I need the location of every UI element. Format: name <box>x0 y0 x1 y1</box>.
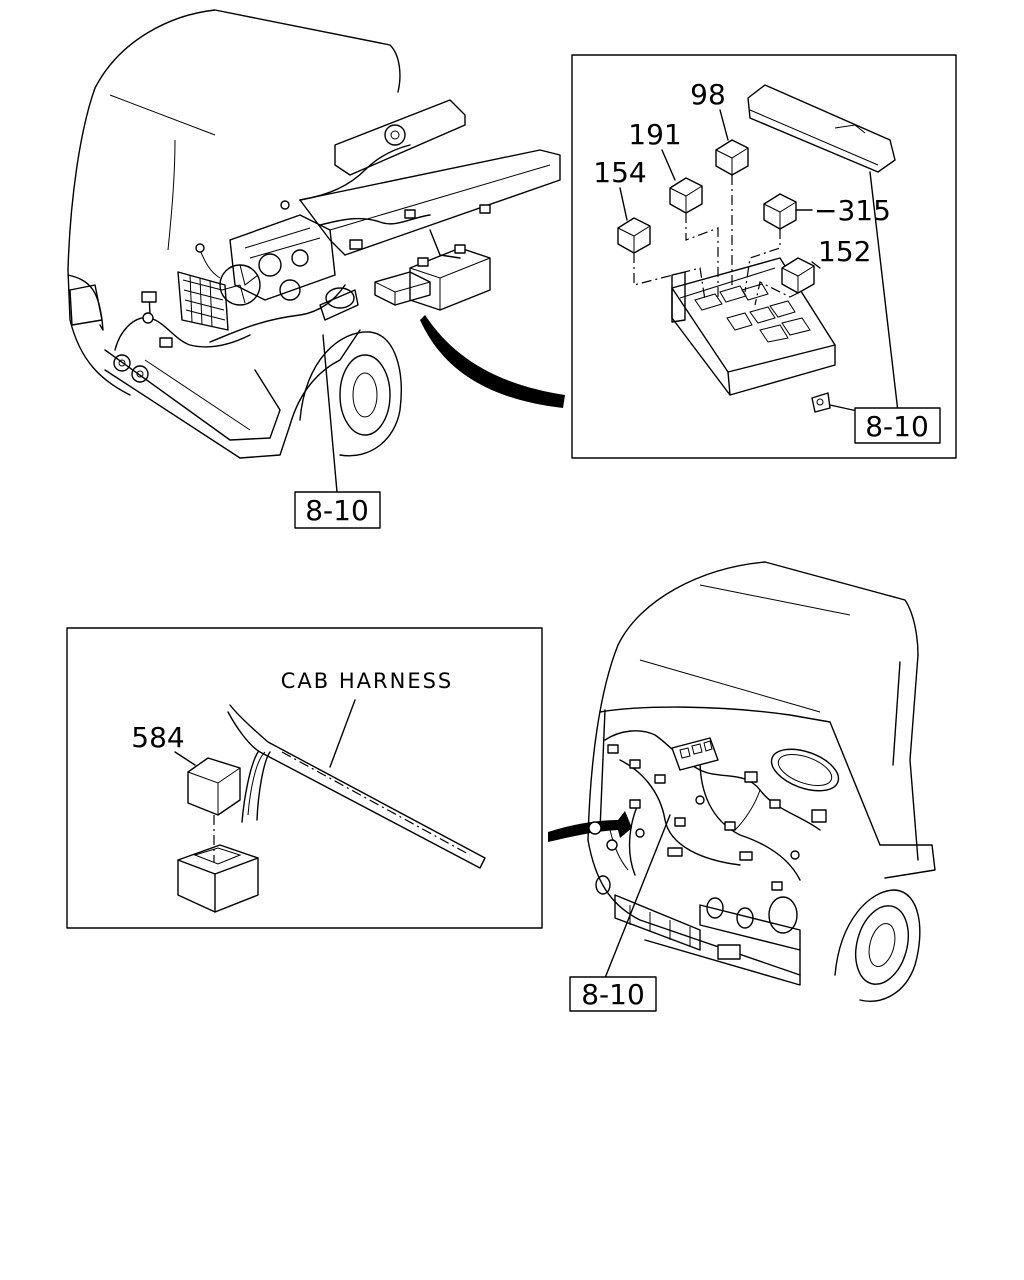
ref-label-engine-view: 8-10 <box>305 494 369 527</box>
callout-191: 191 <box>628 118 681 151</box>
pointer-arrow-engine-to-inset <box>420 315 565 408</box>
cab-front-illustration <box>587 561 936 1002</box>
ref-label-relay-box-inset: 8-10 <box>865 410 929 443</box>
relay-152 <box>781 257 815 294</box>
callout-98: 98 <box>690 78 726 111</box>
callout-154: 154 <box>593 156 646 189</box>
callout-152: 152 <box>818 235 871 268</box>
engine-bay-illustration <box>67 9 561 493</box>
relay-154 <box>617 217 651 254</box>
callout-315: −315 <box>814 194 891 227</box>
ref-box-cab-view: 8-10 <box>569 976 657 1012</box>
relay-box-inset: 98 191 154 −315 152 8-10 <box>571 54 957 459</box>
relay-191 <box>669 177 703 214</box>
ref-box-engine-view: 8-10 <box>294 491 381 529</box>
cab-harness-label: CAB HARNESS <box>281 669 454 693</box>
callout-584: 584 <box>131 721 184 754</box>
relay-98 <box>715 139 749 176</box>
relay-315 <box>763 193 797 230</box>
ref-label-cab-view: 8-10 <box>581 978 645 1011</box>
cab-harness-inset: CAB HARNESS 584 <box>66 627 543 929</box>
relay-584 <box>187 757 241 816</box>
